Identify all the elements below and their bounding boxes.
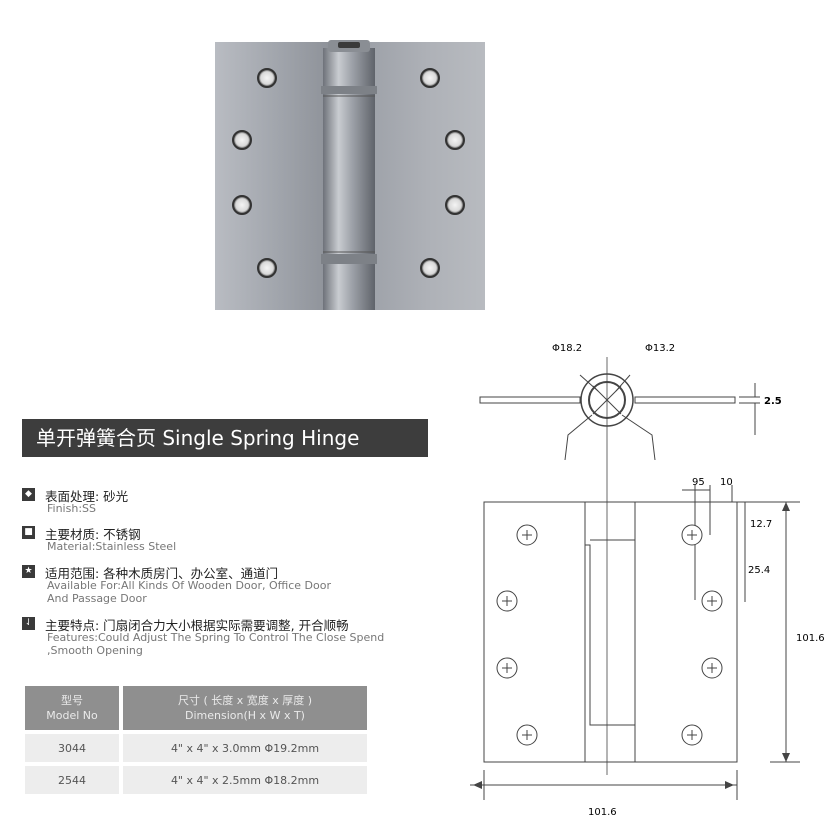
technical-drawing: Φ18.2 Φ13.2 2.5 95 10 12.7 25.4 101.6 10… — [470, 343, 825, 818]
header-model-cn: 型号 — [61, 694, 83, 707]
model-cell: 3044 — [25, 730, 123, 764]
arrow-down-icon: ⇃ — [22, 617, 35, 630]
feature-characteristics: ⇃ 主要特点: 门扇闭合力大小根据实际需要调整, 开合顺畅 Features:C… — [22, 615, 442, 659]
table-row: 3044 4" x 4" x 3.0mm Φ19.2mm — [25, 730, 367, 764]
dim-10: 10 — [720, 477, 733, 488]
table-header-model: 型号 Model No — [25, 686, 123, 732]
hinge-photo — [215, 40, 485, 310]
header-model-en: Model No — [46, 709, 98, 722]
feature-cn: 主要特点: 门扇闭合力大小根据实际需要调整, 开合顺畅 — [45, 618, 349, 633]
dim-outer-diameter: Φ18.2 — [552, 343, 582, 354]
star-icon: ★ — [22, 565, 35, 578]
feature-cn: 主要材质: 不锈钢 — [45, 527, 141, 542]
feature-en: Available For:All Kinds Of Wooden Door, … — [47, 579, 332, 605]
spec-table: 型号 Model No 尺寸 ( 长度 x 宽度 x 厚度 ) Dimensio… — [25, 686, 367, 794]
diamond-icon: ◆ — [22, 488, 35, 501]
dim-95: 95 — [692, 477, 705, 488]
feature-cn: 适用范围: 各种木质房门、办公室、通道门 — [45, 566, 279, 581]
product-title: 单开弹簧合页 Single Spring Hinge — [22, 419, 428, 457]
table-header-dimension: 尺寸 ( 长度 x 宽度 x 厚度 ) Dimension(H x W x T) — [121, 686, 367, 732]
feature-en: Finish:SS — [47, 502, 96, 515]
header-dim-en: Dimension(H x W x T) — [185, 709, 305, 722]
drawing-screw-holes — [496, 524, 723, 746]
leaf-screw-holes — [232, 68, 465, 278]
dim-width: 101.6 — [588, 807, 617, 818]
drawing-screw-crosses — [502, 530, 717, 740]
model-cell: 2544 — [25, 762, 123, 794]
dimension-cell: 4" x 4" x 2.5mm Φ18.2mm — [121, 762, 367, 794]
dim-thickness: 2.5 — [764, 396, 782, 407]
table-row: 2544 4" x 4" x 2.5mm Φ18.2mm — [25, 762, 367, 794]
feature-finish: ◆ 表面处理: 砂光 Finish:SS — [22, 486, 442, 520]
dim-height: 101.6 — [796, 633, 825, 644]
dim-12-7: 12.7 — [750, 519, 772, 530]
dim-25-4: 25.4 — [748, 565, 770, 576]
header-dim-cn: 尺寸 ( 长度 x 宽度 x 厚度 ) — [177, 694, 313, 707]
square-icon: ■ — [22, 526, 35, 539]
feature-en: Material:Stainless Steel — [47, 540, 177, 553]
feature-usage: ★ 适用范围: 各种木质房门、办公室、通道门 Available For:All… — [22, 563, 442, 607]
feature-cn: 表面处理: 砂光 — [45, 489, 129, 504]
dim-inner-diameter: Φ13.2 — [645, 343, 675, 354]
feature-en: Features:Could Adjust The Spring To Cont… — [47, 631, 385, 657]
feature-material: ■ 主要材质: 不锈钢 Material:Stainless Steel — [22, 524, 442, 558]
dimension-cell: 4" x 4" x 3.0mm Φ19.2mm — [121, 730, 367, 764]
